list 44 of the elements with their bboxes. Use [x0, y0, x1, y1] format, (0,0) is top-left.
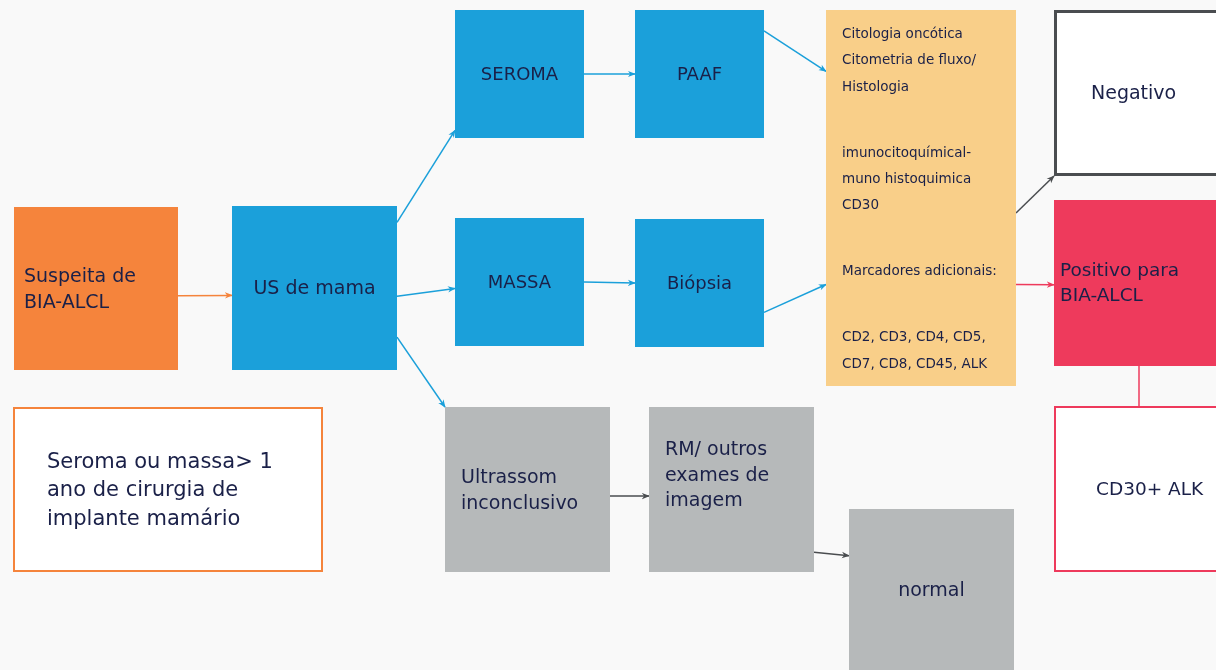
arrow [396, 336, 446, 408]
panel-text: Marcadores adicionais: [842, 261, 997, 281]
process-box [455, 218, 584, 346]
node-label: Seroma ou massa> 1 ano de cirurgia de implante mamário [47, 448, 274, 532]
panel-text: Citologia oncótica Citometria de fluxo/ Histologia [842, 24, 977, 96]
info-panel [826, 10, 1016, 386]
process-box [445, 407, 610, 572]
note-box [13, 407, 323, 572]
arrow [813, 551, 850, 559]
process-box [635, 10, 764, 138]
arrow [396, 286, 456, 297]
panel-text: imunocitoquímical-muno histoquimica CD30 [842, 142, 973, 215]
node-label: Positivo para BIA-ALCL [1060, 258, 1181, 307]
arrow [583, 279, 636, 287]
arrow [583, 70, 636, 78]
process-box [455, 10, 584, 138]
arrow [1015, 281, 1055, 288]
node-label: SEROMA [480, 61, 559, 86]
node-label: Negativo [1091, 80, 1177, 106]
process-box [849, 509, 1014, 670]
arrow [763, 283, 827, 314]
arrow [396, 129, 456, 224]
node-label: US de mama [253, 275, 376, 301]
arrow [763, 30, 827, 73]
connector-line [1138, 365, 1140, 407]
process-box [635, 219, 764, 347]
node-label: Biópsia [666, 270, 733, 295]
arrow [177, 292, 233, 299]
node-label: Suspeita de BIA-ALCL [24, 262, 137, 314]
result-box [1054, 200, 1216, 366]
node-label: Ultrassom inconclusivo [461, 463, 580, 515]
process-box [649, 407, 814, 572]
arrow [1015, 175, 1055, 214]
panel-text: CD2, CD3, CD4, CD5, CD7, CD8, CD45, ALK [842, 327, 989, 373]
node-label: CD30+ ALK [1096, 476, 1204, 501]
process-box [232, 206, 397, 370]
node-label: RM/ outros exames de imagem [665, 436, 771, 513]
result-box [1054, 10, 1216, 176]
process-box [14, 207, 178, 370]
arrow [609, 492, 650, 500]
result-box [1054, 406, 1216, 572]
node-label: normal [898, 576, 965, 602]
node-label: MASSA [487, 269, 552, 294]
node-label: PAAF [676, 61, 723, 86]
